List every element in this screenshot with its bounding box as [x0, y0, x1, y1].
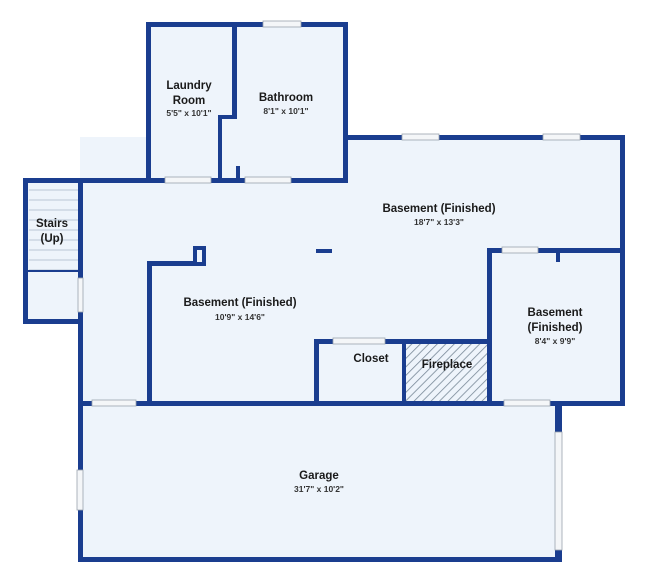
windows [76, 20, 581, 551]
garage-dims: 31'7" x 10'2" [294, 484, 344, 494]
basement-right-dims: 8'4" x 9'9" [535, 336, 575, 346]
fireplace-hatch [404, 343, 488, 403]
basement-left-label: Basement (Finished) [183, 297, 296, 309]
garage-label: Garage [299, 470, 339, 482]
basement-right-label-line1: Basement [528, 307, 583, 319]
fireplace-label: Fireplace [422, 359, 473, 371]
stairs-label-line2: (Up) [41, 233, 64, 245]
room-labels: Laundry Room 5'5" x 10'1" Bathroom 8'1" … [36, 80, 583, 494]
closet-label: Closet [353, 353, 388, 365]
basement-main-floor [80, 137, 622, 405]
laundry-label-line2: Room [173, 95, 206, 107]
laundry-label-line1: Laundry [166, 80, 212, 92]
garage-floor [80, 405, 560, 560]
stairs-label-line1: Stairs [36, 218, 68, 230]
basement-main-label: Basement (Finished) [382, 203, 495, 215]
basement-main-dims: 18'7" x 13'3" [414, 217, 464, 227]
bathroom-label: Bathroom [259, 92, 313, 104]
basement-left-dims: 10'9" x 14'6" [215, 312, 265, 322]
bathroom-dims: 8'1" x 10'1" [263, 106, 308, 116]
stairs-floor [25, 180, 80, 322]
laundry-dims: 5'5" x 10'1" [166, 108, 211, 118]
basement-right-label-line2: (Finished) [528, 322, 583, 334]
